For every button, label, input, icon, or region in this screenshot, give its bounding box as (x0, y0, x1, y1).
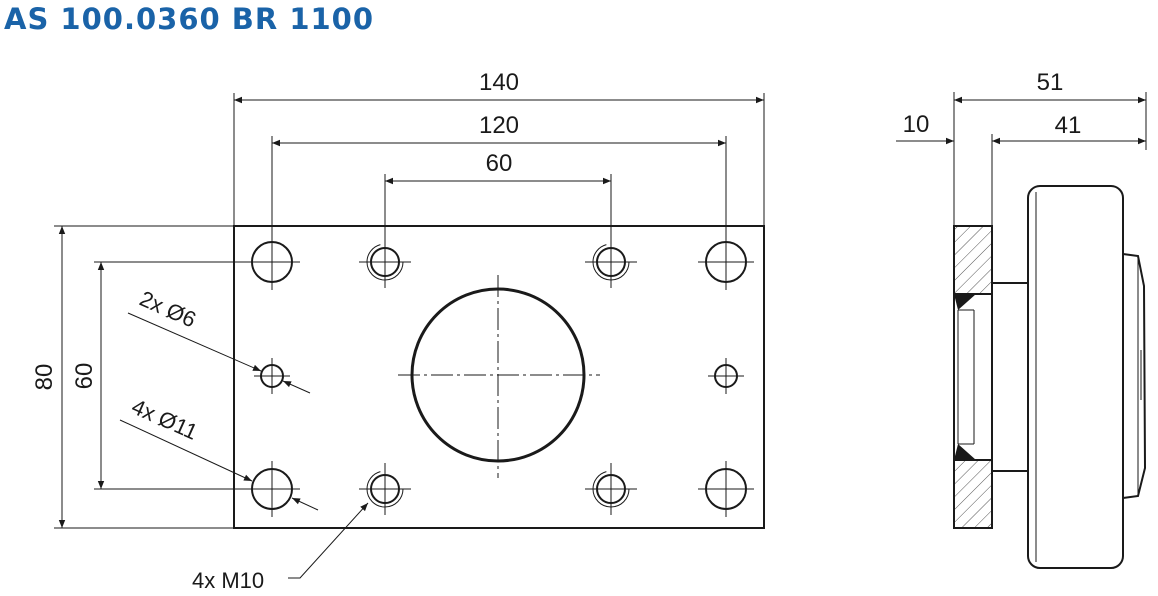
callout-threaded-holes: 4x M10 (192, 568, 264, 593)
dim-total-depth: 51 (1037, 69, 1064, 96)
callout-small-holes: 2x Ø6 (136, 286, 200, 333)
dim-outer-hole-spacing: 120 (479, 112, 519, 139)
dim-body-depth: 41 (1055, 112, 1082, 139)
end-cap (1122, 253, 1147, 499)
dim-overall-width: 140 (479, 69, 519, 96)
callout-large-holes: 4x Ø11 (128, 394, 201, 445)
dim-inner-hole-spacing: 60 (486, 150, 513, 177)
through-holes-d6 (254, 358, 744, 394)
horizontal-dimensions (233, 93, 765, 244)
threaded-holes-m10 (359, 236, 637, 515)
weld-bottom (954, 444, 976, 460)
weld-top (954, 294, 976, 310)
body (1027, 185, 1124, 569)
plate-outline (233, 225, 765, 529)
side-view: 51 10 41 (896, 69, 1147, 569)
dim-plate-thickness: 10 (903, 111, 930, 138)
through-holes-d11 (244, 234, 754, 517)
vertical-dimensions (54, 225, 254, 529)
flange-section-top (953, 225, 993, 295)
drawing-title: AS 100.0360 BR 1100 (4, 2, 375, 36)
flange-section-bottom (953, 459, 993, 529)
neck (991, 282, 1029, 472)
front-view: 140 120 60 80 60 2x Ø6 4x Ø11 4x M10 (31, 69, 765, 593)
hole-callout-leaders (119, 312, 369, 579)
dim-overall-height: 80 (31, 364, 58, 391)
side-dimensions (896, 92, 1147, 226)
dim-hole-vertical-spacing: 60 (71, 363, 98, 390)
